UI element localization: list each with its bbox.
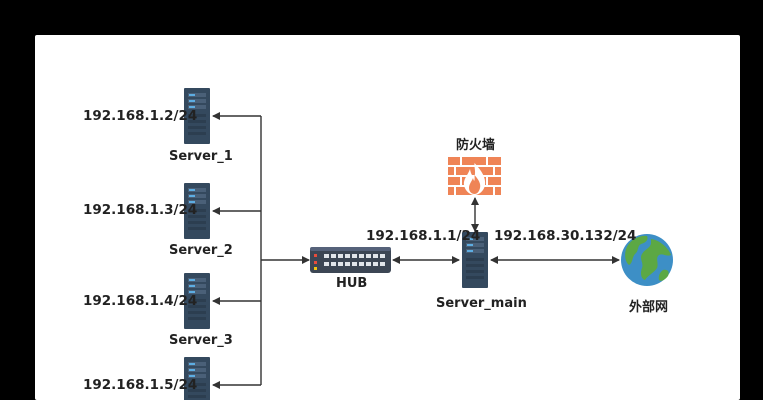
server-1-name-label: Server_1: [169, 149, 233, 164]
server-main-lan-ip-label: 192.168.1.1/24: [366, 228, 481, 244]
server-1-ip-label: 192.168.1.2/24: [83, 108, 198, 124]
firewall-icon: [448, 157, 501, 195]
firewall-label: 防火墙: [456, 138, 496, 153]
server-3-name-label: Server_3: [169, 333, 233, 348]
server-main-label: Server_main: [436, 296, 527, 311]
connection-lines: [212, 112, 620, 389]
internet-globe-icon: [621, 234, 673, 286]
server-2-ip-label: 192.168.1.3/24: [83, 202, 198, 218]
hub-label: HUB: [336, 276, 368, 291]
server-3-ip-label: 192.168.1.4/24: [83, 293, 198, 309]
hub-icon: [310, 247, 391, 273]
diagram-svg: [184, 88, 673, 400]
server-2-name-label: Server_2: [169, 243, 233, 258]
diagram-canvas: 192.168.1.2/24 Server_1 192.168.1.3/24 S…: [35, 35, 740, 400]
server-4-ip-label: 192.168.1.5/24: [83, 377, 198, 393]
server-main-wan-ip-label: 192.168.30.132/24: [494, 228, 637, 244]
internet-label: 外部网: [629, 300, 669, 315]
